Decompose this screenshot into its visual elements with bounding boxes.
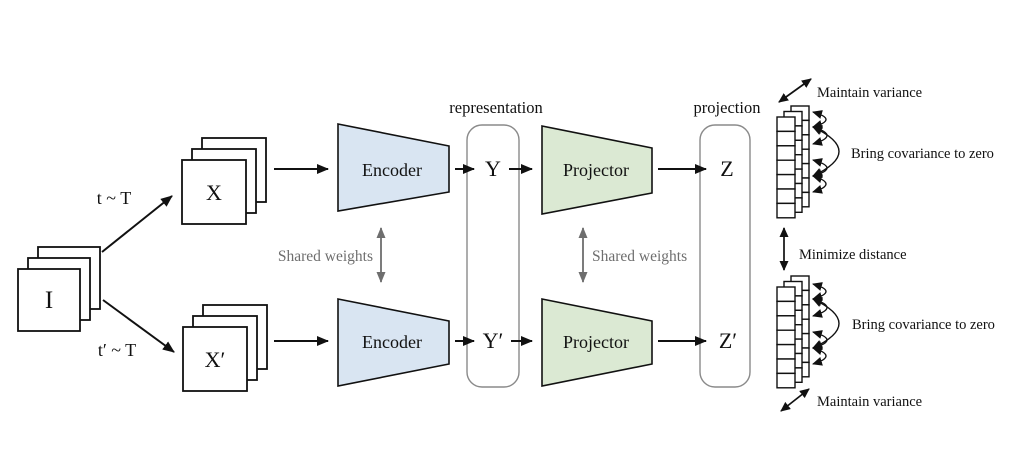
view-label-top: X <box>206 180 222 205</box>
shared-weights-encoder-label: Shared weights <box>278 248 373 265</box>
embedding-cell <box>776 116 796 133</box>
embedding-cell <box>776 145 796 161</box>
minimize-distance-label: Minimize distance <box>799 247 907 263</box>
embedding-cell <box>776 130 796 147</box>
embedding-cell <box>776 159 796 176</box>
covariance-arc <box>812 125 828 146</box>
representation-title: representation <box>449 98 542 117</box>
view-label-bottom: X′ <box>205 347 226 372</box>
projection-box <box>699 124 751 388</box>
representation-box <box>466 124 520 388</box>
embedding-cell <box>776 372 796 389</box>
covariance-arc <box>812 282 827 301</box>
maintain-variance-arrow-top <box>778 78 812 103</box>
embedding-stack-top <box>776 105 840 219</box>
z-top-label: Z <box>720 156 733 181</box>
projector-bottom-label: Projector <box>563 332 629 352</box>
embedding-cell <box>776 343 796 360</box>
input-image-stack: I <box>17 246 101 332</box>
input-label: I <box>45 287 53 314</box>
view-stack-top: X <box>181 137 267 225</box>
encoder-top <box>337 123 450 212</box>
embedding-cell <box>776 173 796 190</box>
embedding-cell <box>776 315 796 331</box>
embedding-cell <box>776 202 796 219</box>
embedding-stack-bottom <box>776 275 840 389</box>
z-bottom-label: Z′ <box>719 328 737 353</box>
covariance-arc <box>812 110 827 129</box>
encoder-top-label: Encoder <box>362 160 422 180</box>
covariance-arc <box>812 126 840 177</box>
shared-weights-projector-label: Shared weights <box>592 248 687 265</box>
covariance-arc <box>812 158 828 178</box>
embedding-cell <box>776 358 796 375</box>
covariance-arc <box>812 346 827 366</box>
covariance-arc <box>812 297 828 318</box>
transform-arrow-top <box>101 195 173 253</box>
bring-covariance-label-top: Bring covariance to zero <box>851 146 994 162</box>
covariance-arc <box>812 174 827 194</box>
embedding-cell <box>776 286 796 303</box>
embedding-cell <box>776 188 796 205</box>
projector-top <box>541 125 653 215</box>
transform-arrow-bottom <box>102 299 175 353</box>
encoder-bottom-label: Encoder <box>362 332 422 352</box>
view-stack-bottom: X′ <box>182 304 268 392</box>
projector-bottom <box>541 298 653 387</box>
transform-label-top: t ~ T <box>97 188 131 208</box>
encoder-bottom <box>337 298 450 387</box>
embedding-cell <box>776 300 796 317</box>
y-bottom-label: Y′ <box>483 328 504 353</box>
projection-title: projection <box>694 98 761 117</box>
maintain-variance-label-top: Maintain variance <box>817 85 922 101</box>
bring-covariance-label-bottom: Bring covariance to zero <box>852 317 995 333</box>
transform-label-bottom: t′ ~ T <box>98 340 136 360</box>
covariance-arc <box>812 330 828 350</box>
embedding-cell <box>776 329 796 346</box>
projector-top-label: Projector <box>563 160 629 180</box>
covariance-arc <box>812 298 840 349</box>
maintain-variance-label-bottom: Maintain variance <box>817 394 922 410</box>
y-top-label: Y <box>485 156 501 181</box>
maintain-variance-arrow-bottom <box>780 388 810 412</box>
